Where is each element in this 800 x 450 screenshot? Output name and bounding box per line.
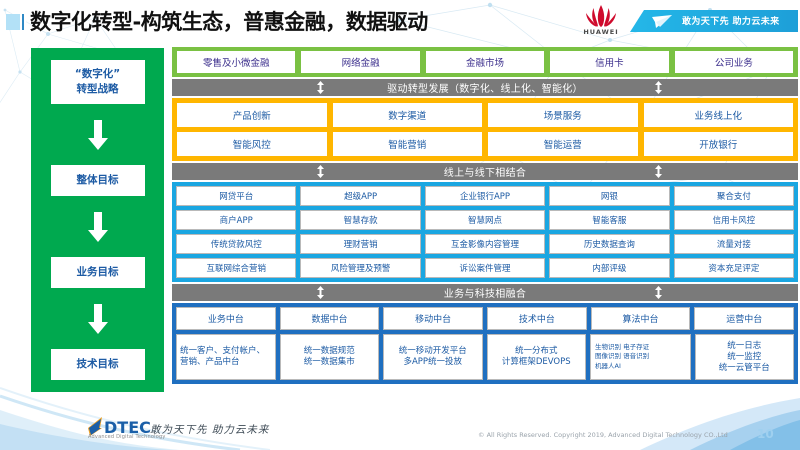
dtec-logo: DTEC	[88, 417, 150, 437]
business-band: 零售及小微金融 网络金融 金融市场 信用卡 公司业务	[172, 47, 798, 77]
platform-detail[interactable]: 生物识别 电子存证 图像识别 语音识别 机器人AI	[590, 334, 691, 380]
capability-row: 智能风控 智能营销 智能运营 开放银行	[177, 132, 793, 156]
capability-row: 产品创新 数字渠道 场景服务 业务线上化	[177, 103, 793, 127]
business-item[interactable]: 零售及小微金融	[177, 51, 296, 73]
business-item[interactable]: 公司业务	[674, 51, 794, 73]
application-item[interactable]: 企业银行APP	[424, 186, 546, 206]
connector-label: 驱动转型发展（数字化、线上化、智能化）	[387, 84, 583, 95]
application-row: 互联网综合营销 风险管理及预警 诉讼案件管理 内部评级 资本充足评定	[176, 258, 795, 278]
platform-detail[interactable]: 统一日志 统一监控 统一云管平台	[694, 334, 794, 380]
slide-header: 数字化转型-构筑生态，普惠金融，数据驱动 HUAWEI	[0, 0, 800, 42]
application-item[interactable]: 流量对接	[673, 234, 795, 254]
platform-header[interactable]: 算法中台	[590, 307, 691, 330]
application-row: 商户APP 智慧存款 智慧网点 智能客服 信用卡风控	[176, 210, 795, 230]
copyright-text: © All Rights Reserved. Copyright 2019, A…	[478, 431, 728, 439]
strategy-step-2[interactable]: 业务目标	[50, 257, 145, 288]
business-item[interactable]: 信用卡	[550, 51, 669, 73]
platform-header[interactable]: 数据中台	[279, 307, 380, 330]
down-arrow-icon	[87, 211, 108, 242]
business-item[interactable]: 网络金融	[301, 51, 420, 73]
platform-header[interactable]: 业务中台	[176, 307, 276, 330]
application-item[interactable]: 风险管理及预警	[300, 258, 421, 278]
huawei-flower-logo	[586, 5, 616, 27]
up-down-arrow-icon	[655, 165, 663, 178]
up-down-arrow-icon	[316, 286, 324, 299]
page-title: 数字化转型-构筑生态，普惠金融，数据驱动	[30, 10, 428, 34]
connector-label: 线上与线下相结合	[443, 168, 527, 179]
slogan-text: 敢为天下先 助力云未来	[682, 17, 780, 27]
application-item[interactable]: 商户APP	[176, 210, 297, 230]
capability-item[interactable]: 产品创新	[177, 103, 327, 127]
capability-item[interactable]: 智能风控	[177, 132, 327, 156]
platform-detail[interactable]: 统一数据规范 统一数据集市	[279, 334, 379, 380]
connector-bar-business-tech: 业务与科技相融合	[172, 284, 798, 301]
strategy-column: “数字化” 转型战略 整体目标 业务目标 技术目标	[31, 48, 164, 392]
application-item[interactable]: 超级APP	[300, 186, 421, 206]
platform-body-row: 统一客户、支付帐户、营销、产品中台 统一数据规范 统一数据集市 统一移动开发平台…	[176, 334, 794, 380]
strategy-step-0[interactable]: “数字化” 转型战略	[50, 60, 145, 104]
svg-text:DTEC: DTEC	[104, 418, 150, 437]
application-item[interactable]: 资本充足评定	[673, 258, 795, 278]
page-number: 10	[757, 427, 774, 441]
strategy-step-3[interactable]: 技术目标	[50, 349, 145, 380]
capability-item[interactable]: 场景服务	[488, 103, 638, 127]
application-item[interactable]: 网银	[549, 186, 670, 206]
platform-header[interactable]: 技术中台	[487, 307, 587, 330]
platform-detail[interactable]: 统一客户、支付帐户、营销、产品中台	[176, 334, 276, 380]
up-down-arrow-icon	[655, 286, 663, 299]
capability-band: 产品创新 数字渠道 场景服务 业务线上化 智能风控 智能营销 智能运营 开放银行	[172, 98, 798, 161]
application-item[interactable]: 传统贷款风控	[176, 234, 297, 254]
business-item[interactable]: 金融市场	[425, 51, 545, 73]
application-item[interactable]: 理财营销	[300, 234, 421, 254]
up-down-arrow-icon	[316, 81, 324, 94]
application-item[interactable]: 智慧存款	[300, 210, 421, 230]
capability-item[interactable]: 数字渠道	[332, 103, 482, 127]
application-item[interactable]: 互联网综合营销	[176, 258, 297, 278]
dtec-tagline: Advanced Digital Technology	[88, 434, 166, 440]
capability-item[interactable]: 开放银行	[643, 132, 793, 156]
application-item[interactable]: 信用卡风控	[673, 210, 795, 230]
application-item[interactable]: 互金影像内容管理	[424, 234, 546, 254]
application-band: 网贷平台 超级APP 企业银行APP 网银 聚合支付 商户APP 智慧存款 智慧…	[172, 182, 798, 282]
dtec-slogan: 敢为天下先 助力云未来	[150, 424, 270, 436]
connector-bar-online-offline: 线上与线下相结合	[172, 163, 798, 180]
bar-chart-icon	[6, 14, 26, 30]
platform-header-row: 业务中台 数据中台 移动中台 技术中台 算法中台 运营中台	[176, 307, 795, 330]
strategy-step-1[interactable]: 整体目标	[50, 165, 145, 196]
application-item[interactable]: 历史数据查询	[549, 234, 670, 254]
paper-plane-icon	[652, 15, 672, 28]
connector-bar-drive-transformation: 驱动转型发展（数字化、线上化、智能化）	[172, 79, 798, 96]
application-item[interactable]: 内部评级	[549, 258, 670, 278]
huawei-wordmark: HUAWEI	[583, 28, 619, 36]
up-down-arrow-icon	[316, 165, 324, 178]
platform-header[interactable]: 运营中台	[694, 307, 795, 330]
application-item[interactable]: 聚合支付	[673, 186, 795, 206]
slogan-banner	[630, 10, 798, 32]
platform-detail[interactable]: 统一分布式 计算框架DEVOPS	[486, 334, 586, 380]
capability-item[interactable]: 智能营销	[332, 132, 482, 156]
application-item[interactable]: 智慧网点	[424, 210, 546, 230]
up-down-arrow-icon	[655, 81, 663, 94]
down-arrow-icon	[87, 119, 108, 150]
platform-header[interactable]: 移动中台	[383, 307, 484, 330]
down-arrow-icon	[87, 303, 108, 334]
application-row: 传统贷款风控 理财营销 互金影像内容管理 历史数据查询 流量对接	[176, 234, 795, 254]
platform-band: 业务中台 数据中台 移动中台 技术中台 算法中台 运营中台 统一客户、支付帐户、…	[172, 303, 798, 384]
architecture-stack: 零售及小微金融 网络金融 金融市场 信用卡 公司业务 驱动转型发展（数字化、线上…	[172, 47, 798, 384]
connector-label: 业务与科技相融合	[443, 289, 527, 300]
capability-item[interactable]: 业务线上化	[643, 103, 793, 127]
application-item[interactable]: 智能客服	[549, 210, 670, 230]
platform-detail[interactable]: 统一移动开发平台 多APP统一投放	[383, 334, 483, 380]
capability-item[interactable]: 智能运营	[488, 132, 638, 156]
application-item[interactable]: 网贷平台	[176, 186, 297, 206]
application-item[interactable]: 诉讼案件管理	[424, 258, 546, 278]
application-row: 网贷平台 超级APP 企业银行APP 网银 聚合支付	[176, 186, 795, 206]
huawei-logo: HUAWEI	[578, 3, 624, 39]
